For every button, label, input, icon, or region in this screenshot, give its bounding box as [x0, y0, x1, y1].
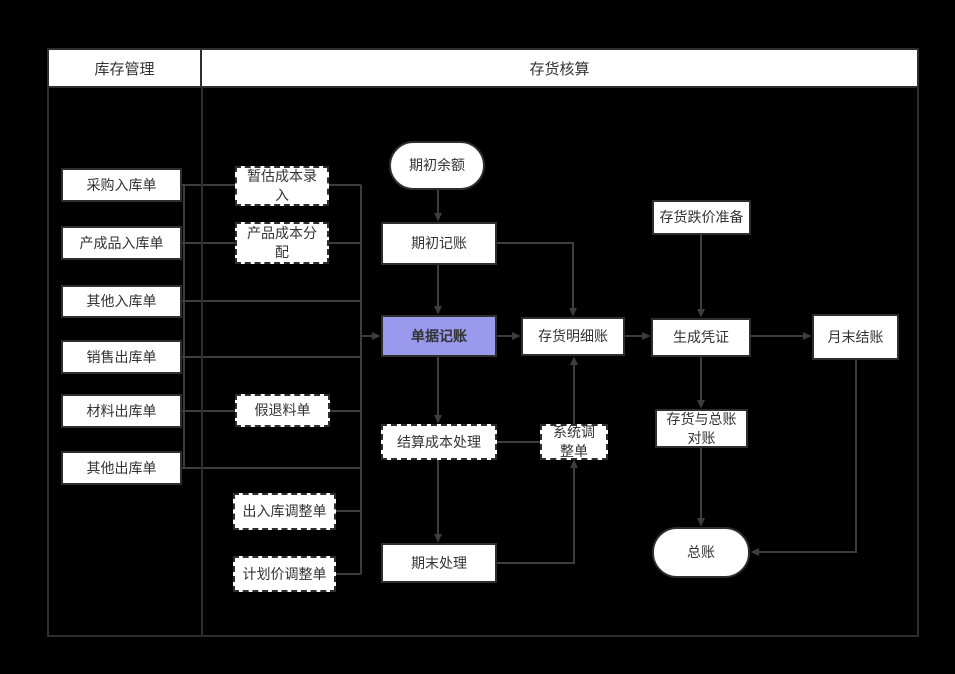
node-fake-return: 假退料单: [235, 394, 330, 427]
node-general-ledger: 总账: [652, 527, 750, 578]
node-estimated-cost-entry: 暂估成本录入: [235, 166, 329, 206]
edge-openposting-to-ledger: [497, 242, 577, 317]
edge-periodend-to-sysadjust: [497, 459, 578, 564]
lane-header-inventory-management: 库存管理: [47, 48, 202, 88]
node-purchase-in: 采购入库单: [61, 168, 182, 202]
node-sys-adjust: 系统调整单: [540, 424, 608, 460]
node-plan-price-adjust: 计划价调整单: [233, 556, 336, 592]
node-finished-in: 产成品入库单: [61, 226, 182, 260]
node-month-end-close: 月末结账: [812, 314, 899, 360]
node-inout-adjust: 出入库调整单: [233, 493, 336, 530]
node-other-out: 其他出库单: [61, 451, 182, 485]
node-opening-balance: 期初余额: [389, 141, 485, 190]
node-sales-out: 销售出库单: [61, 340, 182, 374]
node-period-end: 期末处理: [381, 543, 497, 583]
node-opening-posting: 期初记账: [381, 222, 497, 265]
node-ledger-reconcile: 存货与总账对账: [655, 409, 748, 448]
edge-monthclose-to-gl: [750, 360, 857, 556]
node-product-cost-allocation: 产品成本分配: [235, 222, 329, 264]
node-other-in: 其他入库单: [61, 285, 182, 318]
node-inventory-ledger: 存货明细账: [521, 317, 625, 356]
lane-header-inventory-accounting: 存货核算: [200, 48, 919, 88]
node-settle-cost: 结算成本处理: [381, 424, 497, 460]
node-material-out: 材料出库单: [61, 394, 182, 428]
node-gen-voucher: 生成凭证: [651, 318, 751, 357]
node-price-fall-reserve: 存货跌价准备: [652, 200, 751, 235]
lane-divider: [201, 48, 203, 637]
node-doc-posting: 单据记账: [381, 315, 497, 357]
